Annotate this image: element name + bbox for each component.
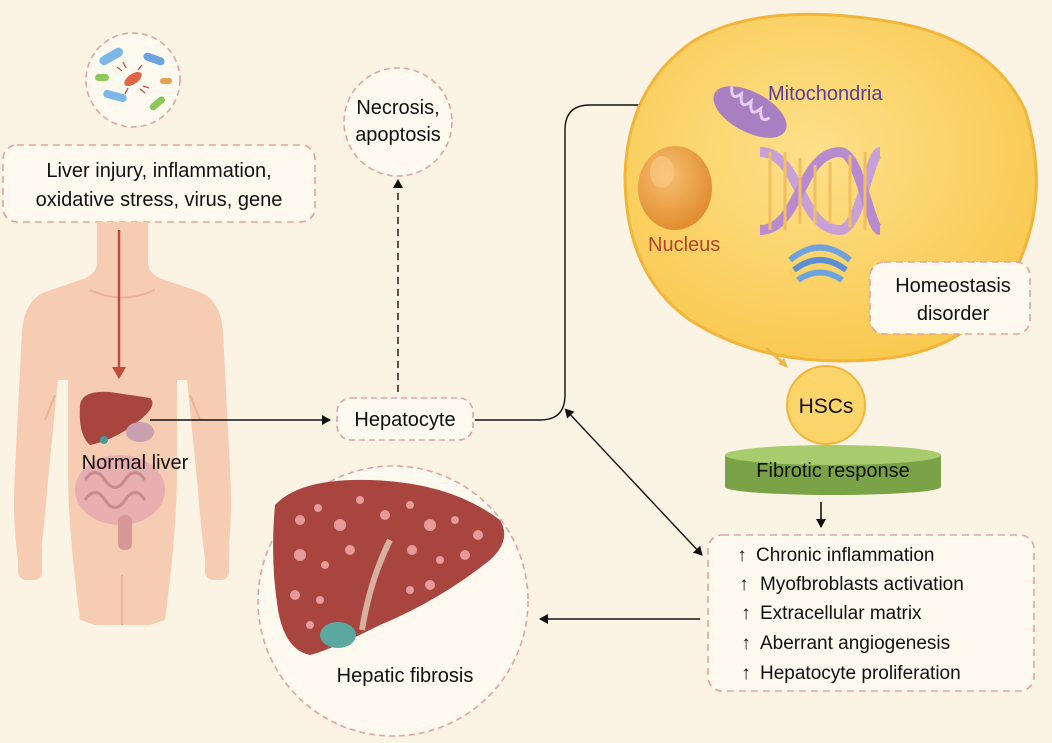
injury-label-line2: oxidative stress, virus, gene xyxy=(36,189,283,211)
hepatic-fibrosis-label: Hepatic fibrosis xyxy=(337,665,474,687)
dna-icon xyxy=(759,146,883,236)
mitochondria-label: Mitochondria xyxy=(768,83,883,105)
fibrotic-liver-icon xyxy=(273,479,505,655)
homeostasis-label-line2: disorder xyxy=(917,303,990,325)
fibrotic-response-label: Fibrotic response xyxy=(756,460,909,482)
injury-box: Liver injury, inflammation, oxidative st… xyxy=(2,144,316,223)
outcome-item: ↑ Extracellular matrix xyxy=(741,603,922,624)
outcome-text: Extracellular matrix xyxy=(760,603,922,624)
hepatocyte-label: Hepatocyte xyxy=(354,409,455,431)
up-arrow-icon: ↑ xyxy=(739,574,749,595)
nucleus-label: Nucleus xyxy=(648,234,720,256)
microbes-icon xyxy=(85,32,181,128)
up-arrow-icon: ↑ xyxy=(741,663,751,684)
outcome-item: ↑ Hepatocyte proliferation xyxy=(741,663,960,684)
up-arrow-icon: ↑ xyxy=(737,545,747,566)
outcome-text: Hepatocyte proliferation xyxy=(760,663,961,684)
injury-label-line1: Liver injury, inflammation, xyxy=(46,160,271,182)
normal-liver-label: Normal liver xyxy=(82,452,189,474)
fibrotic-response-platform: Fibrotic response xyxy=(725,445,941,495)
outcome-item: ↑ Chronic inflammation xyxy=(737,545,934,566)
outcome-text: Myofbroblasts activation xyxy=(760,574,964,595)
hscs-label: HSCs xyxy=(799,395,854,418)
up-arrow-icon: ↑ xyxy=(741,603,751,624)
homeostasis-label-line1: Homeostasis xyxy=(895,275,1011,297)
endoplasmic-reticulum-icon xyxy=(788,244,852,283)
homeostasis-box: Homeostasis disorder xyxy=(869,261,1031,335)
hscs-icon: HSCs xyxy=(786,365,866,445)
necrosis-circle: Necrosis, apoptosis xyxy=(343,67,453,177)
necrosis-label-line1: Necrosis, xyxy=(356,97,439,119)
mitochondria-icon xyxy=(713,86,787,138)
arrow-hepatocyte-to-cell xyxy=(475,100,666,421)
outcome-text: Chronic inflammation xyxy=(756,545,934,566)
nucleus-icon xyxy=(638,146,712,230)
hepatocyte-box: Hepatocyte xyxy=(336,397,474,441)
hepatic-fibrosis-circle: Hepatic fibrosis xyxy=(257,465,529,737)
outcome-text: Aberrant angiogenesis xyxy=(760,633,950,654)
human-body-icon xyxy=(14,222,231,625)
arrow-hepatocyte-outcomes xyxy=(564,408,703,556)
up-arrow-icon: ↑ xyxy=(741,633,751,654)
outcome-item: ↑ Aberrant angiogenesis xyxy=(741,633,950,654)
arrow-cell-to-hscs xyxy=(765,346,783,364)
outcomes-box: ↑ Chronic inflammation ↑ Myofbroblasts a… xyxy=(707,534,1035,692)
outcome-item: ↑ Myofbroblasts activation xyxy=(739,574,964,595)
necrosis-label-line2: apoptosis xyxy=(355,124,441,146)
